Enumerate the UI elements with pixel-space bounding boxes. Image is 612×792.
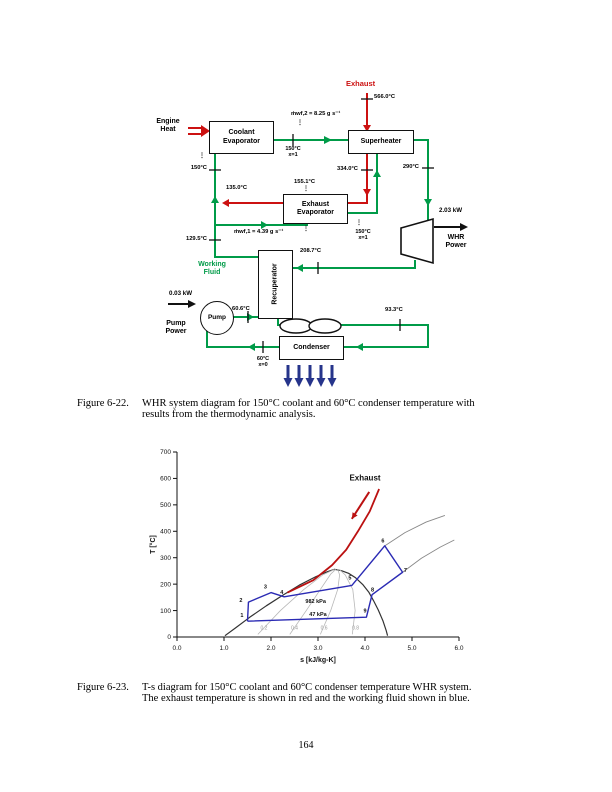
recuperator-box: Recuperator	[258, 250, 293, 319]
annotation-Exhaust: Exhaust	[349, 474, 380, 483]
turbine-power-value: 2.03 kW	[439, 207, 463, 214]
x-tick-label: 2.0	[266, 645, 275, 652]
x-axis-title: s [kJ/kg-K]	[300, 657, 336, 664]
condenser-out-state: 60°C x=0	[256, 356, 270, 369]
series-quality-line-0.8	[338, 569, 356, 635]
x-tick-label: 0.0	[172, 645, 181, 652]
series-isobar-982kPa-extension	[384, 515, 446, 547]
state-dots-3: ⋮	[303, 186, 309, 192]
state-point-label-8: 8	[371, 588, 374, 594]
x-tick-label: 6.0	[454, 645, 463, 652]
working-fluid-label: Working Fluid	[198, 261, 226, 277]
y-tick-label: 700	[160, 449, 171, 456]
exhaust-evap-in-temp: 155.1°C	[294, 179, 316, 185]
fan-left	[279, 318, 313, 334]
annotation-0.4: 0.4	[291, 626, 298, 632]
figure-23-caption: Figure 6-23. T-s diagram for 150°C coola…	[77, 682, 537, 704]
x-tick-label: 5.0	[407, 645, 416, 652]
figure-23-caption-label: Figure 6-23.	[77, 682, 129, 693]
recuperator-hot-out-temp: 93.3°C	[385, 307, 403, 313]
mass-flow-1: ṁwf,1 = 4.39 g s⁻¹	[234, 229, 284, 235]
state-point-label-4: 4	[280, 590, 284, 596]
x-tick-label: 4.0	[360, 645, 369, 652]
state-dots-1: ⋮	[297, 120, 303, 126]
exhaust-in-temp: 566.0°C	[374, 94, 396, 100]
air-flow-arrowheads	[283, 378, 337, 387]
annotation-982 kPa: 982 kPa	[305, 599, 326, 605]
state-point-label-1: 1	[240, 613, 243, 619]
coolant-line-temp: 150°C	[190, 165, 207, 171]
coolant-evaporator-box: Coolant Evaporator	[209, 121, 274, 154]
annotation-0.6: 0.6	[321, 626, 328, 632]
pump-power-label: Pump Power	[165, 320, 187, 336]
superheater-feed-state: 150°C x=1	[285, 146, 301, 159]
page-number: 164	[298, 740, 314, 751]
exhaust-evap-out-state: 150°C x=1	[355, 229, 371, 242]
recuperator-out-temp: 129.5°C	[185, 236, 207, 242]
x-tick-label: 1.0	[219, 645, 228, 652]
superheater-box: Superheater	[348, 130, 414, 154]
y-tick-label: 300	[160, 555, 171, 562]
annotation-0.2: 0.2	[260, 626, 267, 632]
exhaust-title: Exhaust	[346, 79, 376, 88]
turbine-in-temp: 290°C	[402, 164, 419, 170]
y-tick-label: 0	[167, 634, 171, 641]
pump-circle: Pump	[200, 301, 234, 335]
series-working-fluid-cycle	[246, 545, 404, 622]
fan-right	[308, 318, 342, 334]
ts-diagram-chart: 0.0 1.0 2.0 3.0 4.0 5.0 6.0 0 100 200 300 400 500 600…	[149, 449, 464, 664]
state-dots-4: ⋮	[303, 226, 309, 232]
figure-22-caption-label: Figure 6-22.	[77, 398, 129, 409]
y-axis-title: T [°C]	[149, 535, 157, 554]
state-point-label-5: 5	[348, 575, 351, 581]
air-flow-arrows	[286, 365, 334, 378]
engine-heat-label: Engine Heat	[156, 118, 180, 134]
y-tick-label: 100	[160, 608, 171, 615]
series-quality-line-0.2	[257, 568, 335, 635]
turbine-shape	[400, 217, 434, 265]
figure-23-caption-text: T-s diagram for 150°C coolant and 60°C c…	[142, 682, 472, 704]
mass-flow-2: ṁwf,2 = 8.25 g s⁻¹	[291, 111, 341, 117]
series-isobar-47kPa-extension	[402, 539, 455, 573]
state-dots-5: ⋮	[356, 220, 362, 226]
exhaust-arrowhead	[351, 512, 358, 519]
figure-22-caption-text: WHR system diagram for 150°C coolant and…	[142, 398, 475, 420]
state-point-label-6: 6	[381, 538, 384, 544]
y-tick-label: 200	[160, 581, 171, 588]
exhaust-out-temp: 135.0°C	[226, 185, 248, 191]
series-exhaust-temperature	[287, 488, 380, 594]
y-tick-label: 400	[160, 528, 171, 535]
exhaust-evaporator-box: Exhaust Evaporator	[283, 194, 348, 224]
turbine-out-temp: 208.7°C	[300, 248, 322, 254]
pump-power-value: 0.03 kW	[169, 290, 193, 297]
figure-22-caption: Figure 6-22. WHR system diagram for 150°…	[77, 398, 537, 420]
annotation-47 kPa: 47 kPa	[309, 612, 327, 618]
superheater-exhaust-out-temp: 334.0°C	[336, 166, 358, 172]
y-tick-label: 500	[160, 502, 171, 509]
chart-axes	[176, 452, 459, 638]
working-fluid-lines	[206, 139, 429, 348]
condenser-fans	[279, 318, 342, 334]
state-point-label-3: 3	[264, 585, 267, 591]
state-point-label-7: 7	[404, 568, 407, 574]
annotation-0.8: 0.8	[352, 626, 359, 632]
state-point-label-9: 9	[363, 608, 366, 614]
state-point-label-2: 2	[239, 598, 242, 604]
condenser-box: Condenser	[279, 336, 344, 360]
whr-power-label: WHR Power	[445, 234, 467, 250]
series-quality-line-0.4	[289, 569, 337, 635]
state-dots-2: ⋮	[199, 153, 205, 159]
y-tick-label: 600	[160, 476, 171, 483]
x-tick-label: 3.0	[313, 645, 322, 652]
series-saturation-dome	[224, 568, 389, 637]
recuperator-label: Recuperator	[271, 263, 279, 306]
pump-out-temp: 60.6°C	[232, 306, 250, 312]
